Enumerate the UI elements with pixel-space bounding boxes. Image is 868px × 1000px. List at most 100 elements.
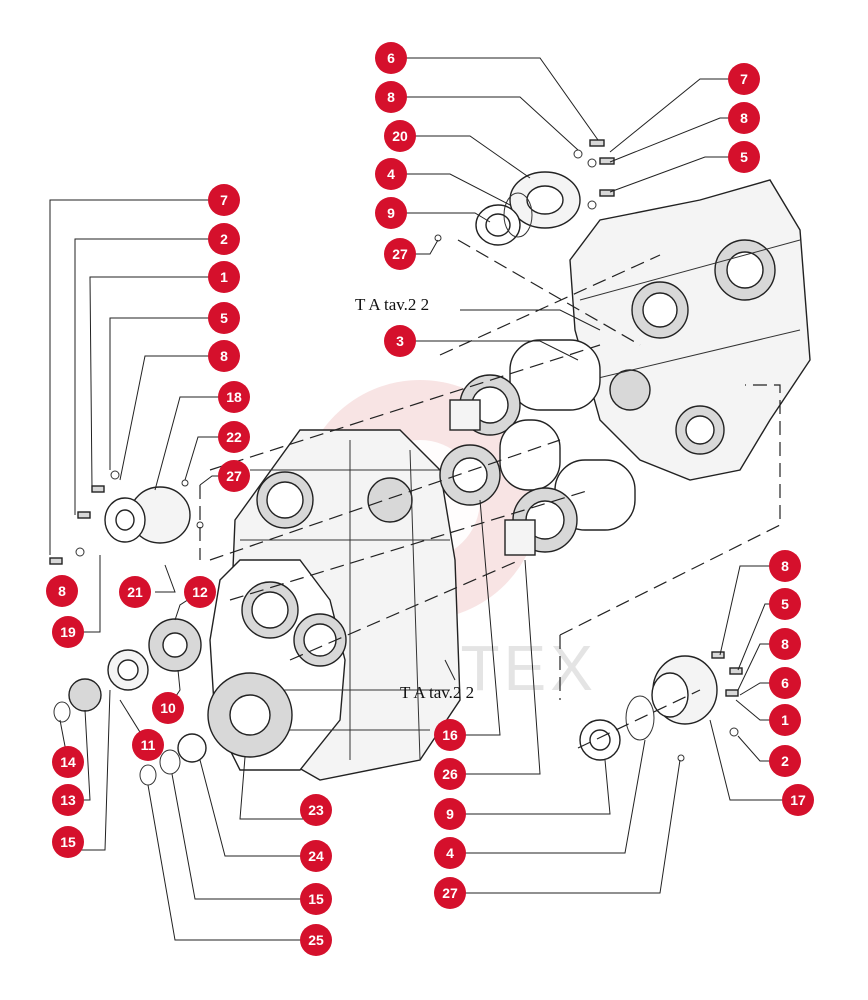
callout-bubble bbox=[375, 42, 407, 74]
callout-15-bottom: 15 bbox=[300, 883, 332, 915]
callout-8-left: 8 bbox=[208, 340, 240, 372]
callout-number: 15 bbox=[308, 891, 324, 907]
callout-6-top: 6 bbox=[375, 42, 407, 74]
callout-20: 20 bbox=[384, 120, 416, 152]
callout-27-top: 27 bbox=[384, 238, 416, 270]
callout-5-left: 5 bbox=[208, 302, 240, 334]
callout-bubble bbox=[218, 460, 250, 492]
callout-bubble bbox=[46, 575, 78, 607]
callout-bubble bbox=[300, 794, 332, 826]
callout-bubble bbox=[119, 576, 151, 608]
callout-27-bottom: 27 bbox=[434, 877, 466, 909]
callout-bubble bbox=[769, 704, 801, 736]
callout-number: 26 bbox=[442, 766, 458, 782]
callout-4-bottom: 4 bbox=[434, 837, 466, 869]
callout-11: 11 bbox=[132, 729, 164, 761]
callout-10: 10 bbox=[152, 692, 184, 724]
callout-bubble bbox=[300, 924, 332, 956]
callout-number: 18 bbox=[226, 389, 242, 405]
callout-number: 23 bbox=[308, 802, 324, 818]
callout-number: 27 bbox=[442, 885, 458, 901]
callout-number: 11 bbox=[141, 737, 156, 753]
callout-9-bottom: 9 bbox=[434, 798, 466, 830]
reference-label-top: T A tav.2 2 bbox=[355, 295, 429, 314]
callout-number: 8 bbox=[387, 89, 395, 105]
callout-3: 3 bbox=[384, 325, 416, 357]
gear-shaft-lower bbox=[504, 459, 636, 556]
callout-number: 7 bbox=[740, 71, 748, 87]
callout-number: 8 bbox=[781, 636, 789, 652]
callout-1-left: 1 bbox=[208, 261, 240, 293]
callout-bubble bbox=[375, 158, 407, 190]
callout-12: 12 bbox=[184, 576, 216, 608]
lower-right-flange-assembly bbox=[579, 651, 743, 762]
callout-bubble bbox=[728, 102, 760, 134]
callout-bubble bbox=[52, 616, 84, 648]
callout-number: 5 bbox=[740, 149, 748, 165]
callout-number: 1 bbox=[220, 269, 228, 285]
callout-6-right: 6 bbox=[769, 667, 801, 699]
callout-number: 5 bbox=[220, 310, 228, 326]
callout-8-right: 8 bbox=[769, 550, 801, 582]
callout-8-topright: 8 bbox=[728, 102, 760, 134]
lower-left-gears bbox=[53, 618, 293, 786]
callout-21: 21 bbox=[119, 576, 151, 608]
left-flange-assembly bbox=[49, 470, 204, 565]
callout-number: 19 bbox=[60, 624, 76, 640]
callout-number: 13 bbox=[60, 792, 76, 808]
callout-bubble bbox=[375, 81, 407, 113]
callout-bubble bbox=[52, 746, 84, 778]
callout-bubble bbox=[782, 784, 814, 816]
gear-shaft-upper bbox=[449, 339, 601, 436]
callout-number: 1 bbox=[781, 712, 789, 728]
callout-bubble bbox=[384, 238, 416, 270]
gear-shaft-middle bbox=[439, 419, 561, 506]
callout-16: 16 bbox=[434, 719, 466, 751]
leader-lines bbox=[49, 57, 798, 941]
callout-number: 20 bbox=[392, 128, 408, 144]
callout-number: 5 bbox=[781, 596, 789, 612]
callout-bubble bbox=[434, 758, 466, 790]
callout-number: 15 bbox=[60, 834, 76, 850]
reference-label-bottom: T A tav.2 2 bbox=[400, 683, 474, 702]
callout-number: 4 bbox=[387, 166, 395, 182]
callout-17: 17 bbox=[782, 784, 814, 816]
callout-7-left: 7 bbox=[208, 184, 240, 216]
callout-bubble bbox=[208, 184, 240, 216]
callout-number: 14 bbox=[60, 754, 76, 770]
callout-bubble bbox=[769, 550, 801, 582]
callout-bubble bbox=[52, 826, 84, 858]
callout-bubble bbox=[218, 421, 250, 453]
callout-bubble bbox=[769, 745, 801, 777]
callout-8-low: 8 bbox=[46, 575, 78, 607]
callout-number: 2 bbox=[781, 753, 789, 769]
callout-bubble bbox=[184, 576, 216, 608]
callout-27-left: 27 bbox=[218, 460, 250, 492]
callout-14: 14 bbox=[52, 746, 84, 778]
callout-8-top: 8 bbox=[375, 81, 407, 113]
callout-bubble bbox=[728, 141, 760, 173]
callout-number: 6 bbox=[781, 675, 789, 691]
callout-bubble bbox=[434, 837, 466, 869]
callout-18: 18 bbox=[218, 381, 250, 413]
callout-15-left: 15 bbox=[52, 826, 84, 858]
callout-5-right: 5 bbox=[769, 588, 801, 620]
callout-bubble bbox=[52, 784, 84, 816]
callout-number: 8 bbox=[781, 558, 789, 574]
callout-9-top: 9 bbox=[375, 197, 407, 229]
callout-bubble bbox=[132, 729, 164, 761]
callout-bubble bbox=[769, 628, 801, 660]
callout-number: 27 bbox=[392, 246, 408, 262]
callout-2-left: 2 bbox=[208, 223, 240, 255]
callout-number: 4 bbox=[446, 845, 454, 861]
callout-24: 24 bbox=[300, 840, 332, 872]
callout-number: 6 bbox=[387, 50, 395, 66]
callout-7-topright: 7 bbox=[728, 63, 760, 95]
callout-bubble bbox=[218, 381, 250, 413]
top-flange-assembly bbox=[434, 139, 615, 246]
callout-19: 19 bbox=[52, 616, 84, 648]
callout-26: 26 bbox=[434, 758, 466, 790]
callout-2-right: 2 bbox=[769, 745, 801, 777]
callout-bubble bbox=[208, 223, 240, 255]
